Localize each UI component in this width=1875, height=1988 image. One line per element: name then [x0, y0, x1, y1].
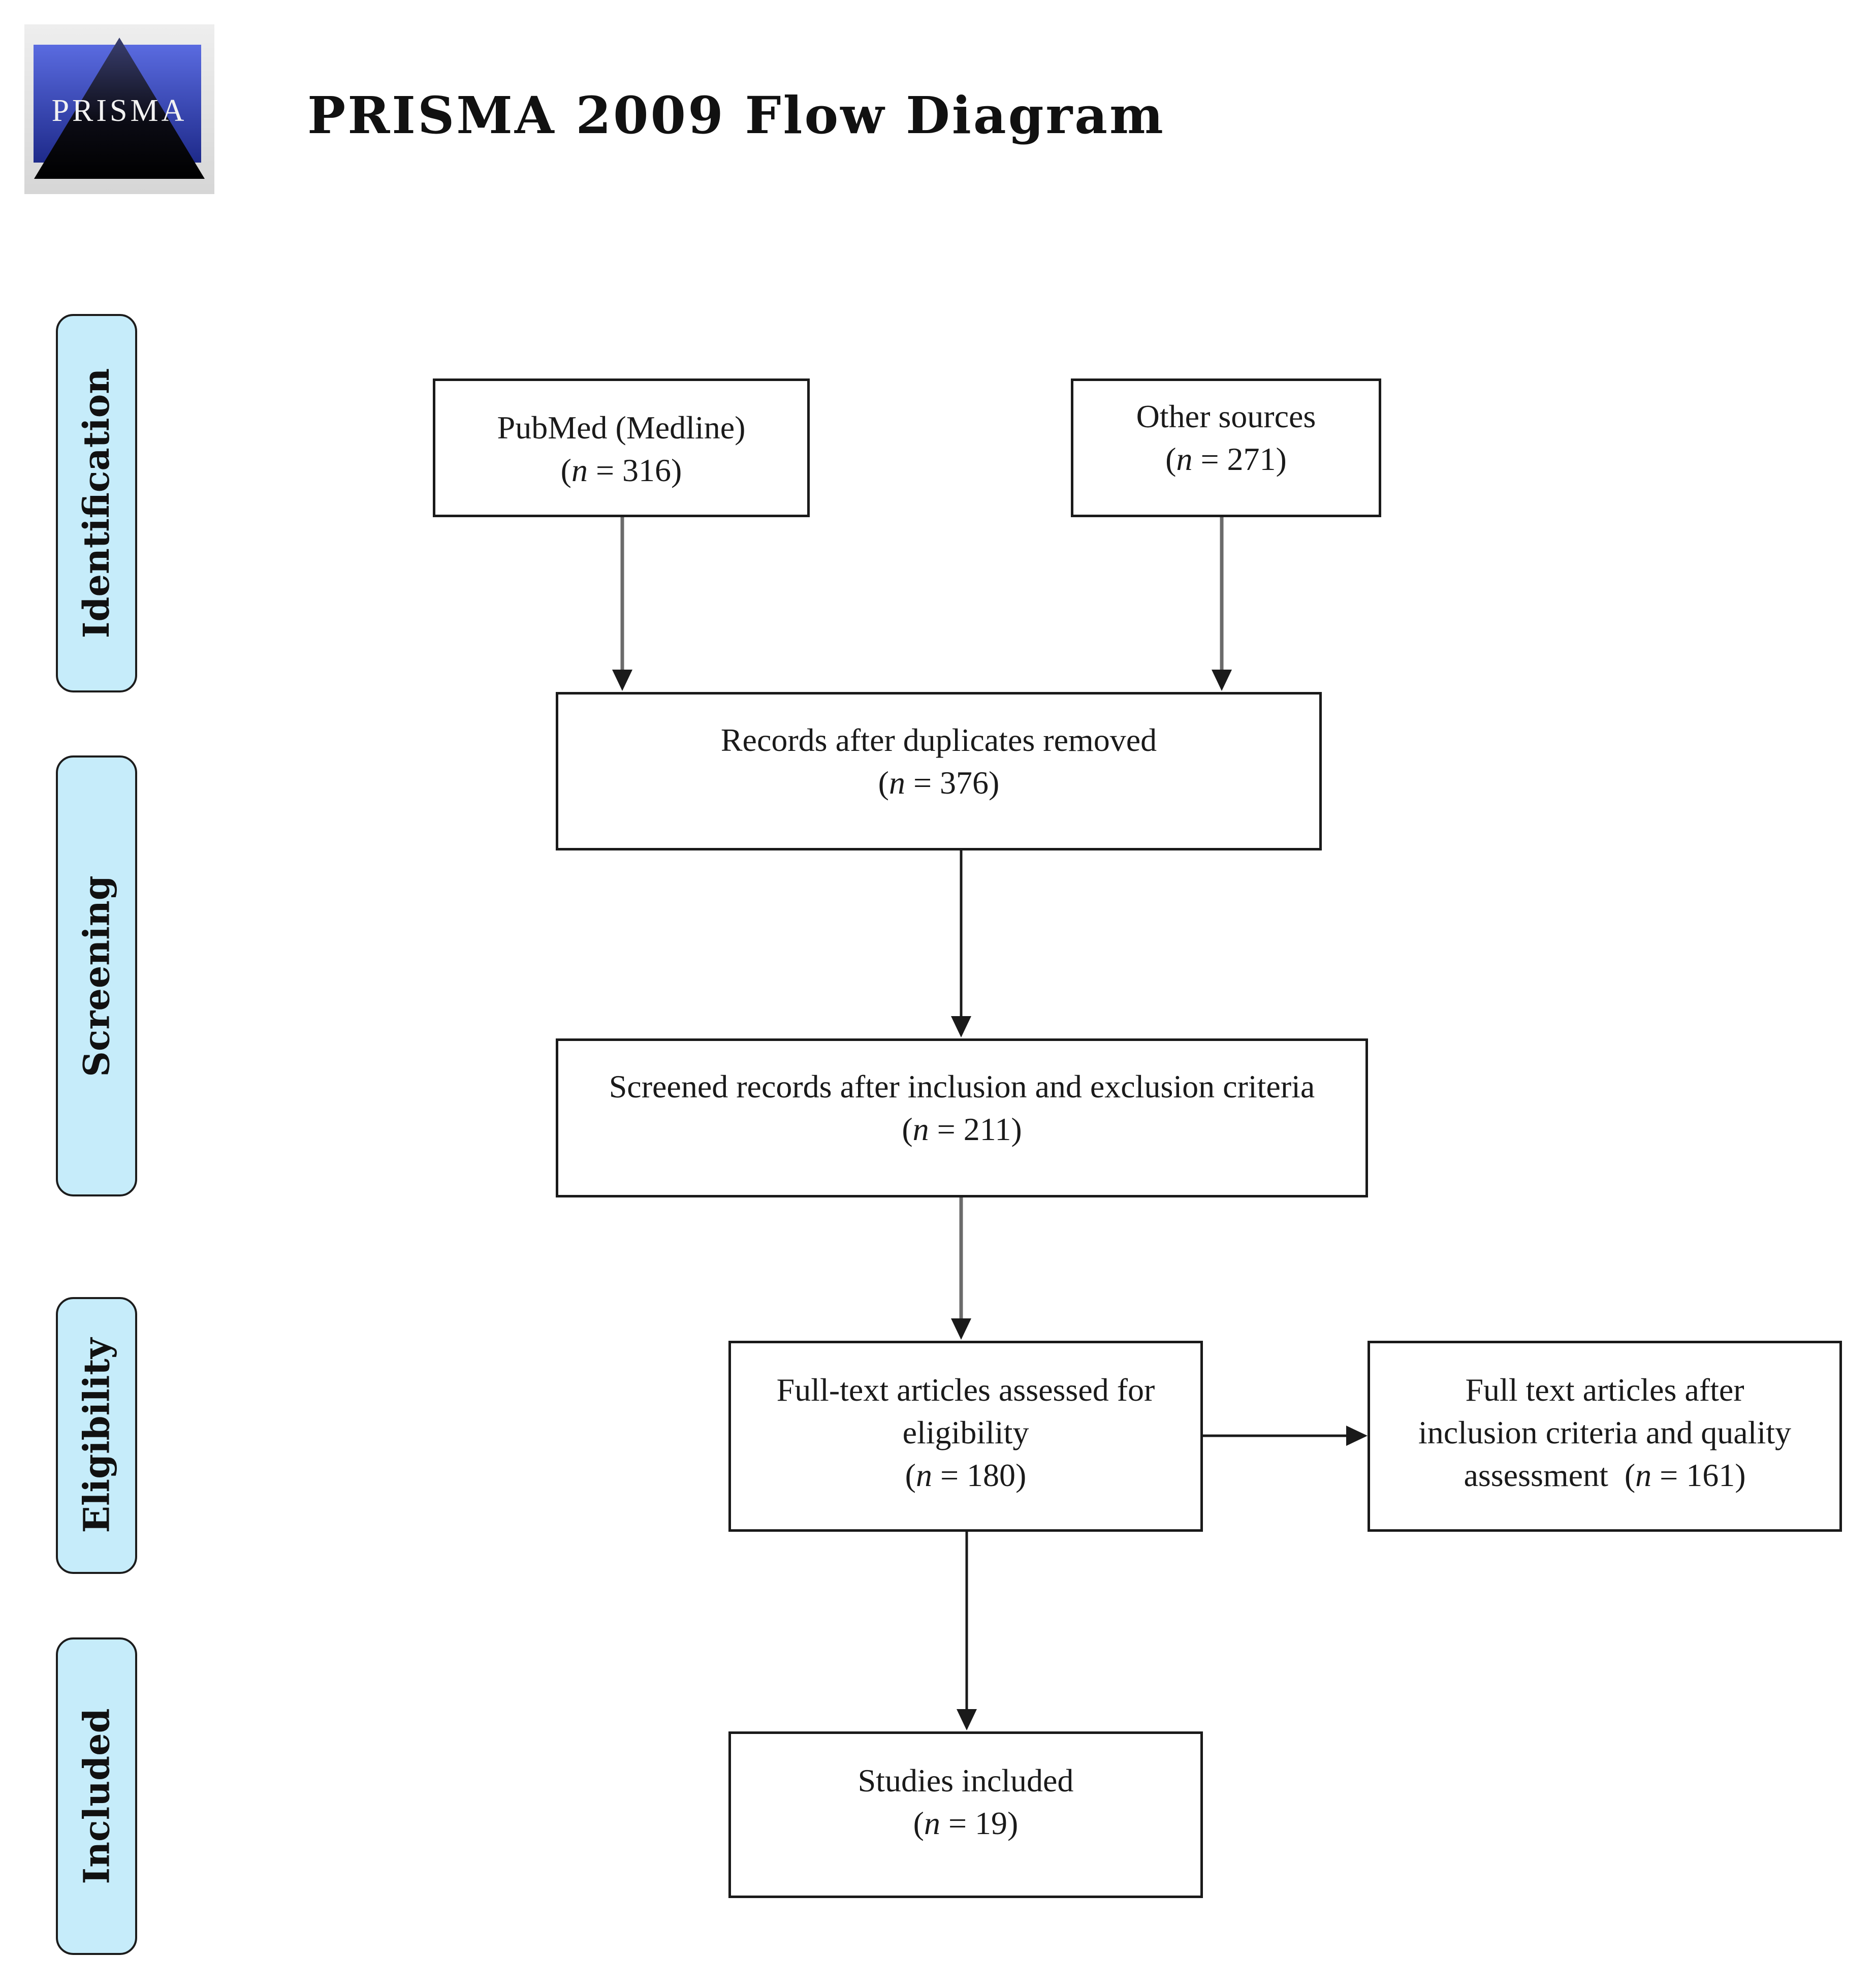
box-pubmed-count: (n = 316) — [560, 452, 682, 488]
stage-identification: Identification — [56, 314, 137, 692]
arrow-pubmed-to-duplicates — [612, 516, 632, 691]
n-symbol: n — [571, 452, 588, 488]
stage-eligibility: Eligibility — [56, 1297, 137, 1574]
arrow-other-to-duplicates — [1212, 516, 1232, 691]
n-value: = 211 — [937, 1111, 1011, 1147]
prisma-logo: PRISMA — [24, 24, 214, 194]
box-other-sources: Other sources (n = 271) — [1071, 378, 1381, 517]
n-symbol: n — [924, 1805, 940, 1841]
n-symbol: n — [912, 1111, 929, 1147]
arrow-duplicates-to-screened — [951, 850, 971, 1037]
logo-text: PRISMA — [52, 93, 187, 128]
n-symbol: n — [888, 765, 905, 801]
n-value: = 180 — [940, 1457, 1016, 1493]
arrow-screened-to-fulltext — [951, 1197, 971, 1340]
n-value: = 376 — [913, 765, 989, 801]
stage-included: Included — [56, 1637, 137, 1955]
box-other-label: Other sources — [1136, 398, 1316, 434]
box-studies-included: Studies included (n = 19) — [728, 1731, 1203, 1898]
n-value: = 19 — [948, 1805, 1008, 1841]
n-value: = 161 — [1660, 1457, 1735, 1493]
box-quality-label-3: assessment — [1464, 1457, 1608, 1493]
box-quality-label-2: inclusion criteria and quality — [1418, 1414, 1791, 1450]
n-symbol: n — [1176, 441, 1193, 477]
n-value: = 316 — [595, 452, 672, 488]
arrow-fulltext-to-quality — [1203, 1426, 1368, 1446]
box-quality-assessment: Full text articles after inclusion crite… — [1368, 1341, 1842, 1532]
box-fulltext-label-2: eligibility — [902, 1414, 1029, 1450]
box-fulltext-count: (n = 180) — [905, 1457, 1027, 1493]
page-title: PRISMA 2009 Flow Diagram — [307, 85, 1165, 145]
n-value: = 271 — [1200, 441, 1276, 477]
box-included-count: (n = 19) — [913, 1805, 1019, 1841]
box-screened-count: (n = 211) — [902, 1111, 1022, 1147]
n-symbol: n — [1635, 1457, 1652, 1493]
arrow-fulltext-to-included — [957, 1531, 977, 1730]
box-screened-label: Screened records after inclusion and exc… — [609, 1068, 1315, 1105]
n-symbol: n — [915, 1457, 932, 1493]
box-included-label: Studies included — [857, 1762, 1074, 1798]
box-quality-label-1: Full text articles after — [1465, 1372, 1744, 1408]
box-screened-records: Screened records after inclusion and exc… — [556, 1038, 1368, 1197]
box-duplicates-count: (n = 376) — [878, 765, 1000, 801]
box-duplicates-label: Records after duplicates removed — [720, 722, 1157, 758]
box-fulltext-assessed: Full-text articles assessed for eligibil… — [728, 1341, 1203, 1532]
box-quality-line-3: assessment (n = 161) — [1464, 1457, 1746, 1493]
box-other-count: (n = 271) — [1165, 441, 1287, 477]
box-fulltext-label-1: Full-text articles assessed for — [776, 1372, 1155, 1408]
box-pubmed: PubMed (Medline) (n = 316) — [433, 378, 810, 517]
box-duplicates-removed: Records after duplicates removed (n = 37… — [556, 692, 1322, 850]
box-pubmed-label: PubMed (Medline) — [497, 409, 746, 446]
stage-screening: Screening — [56, 755, 137, 1196]
